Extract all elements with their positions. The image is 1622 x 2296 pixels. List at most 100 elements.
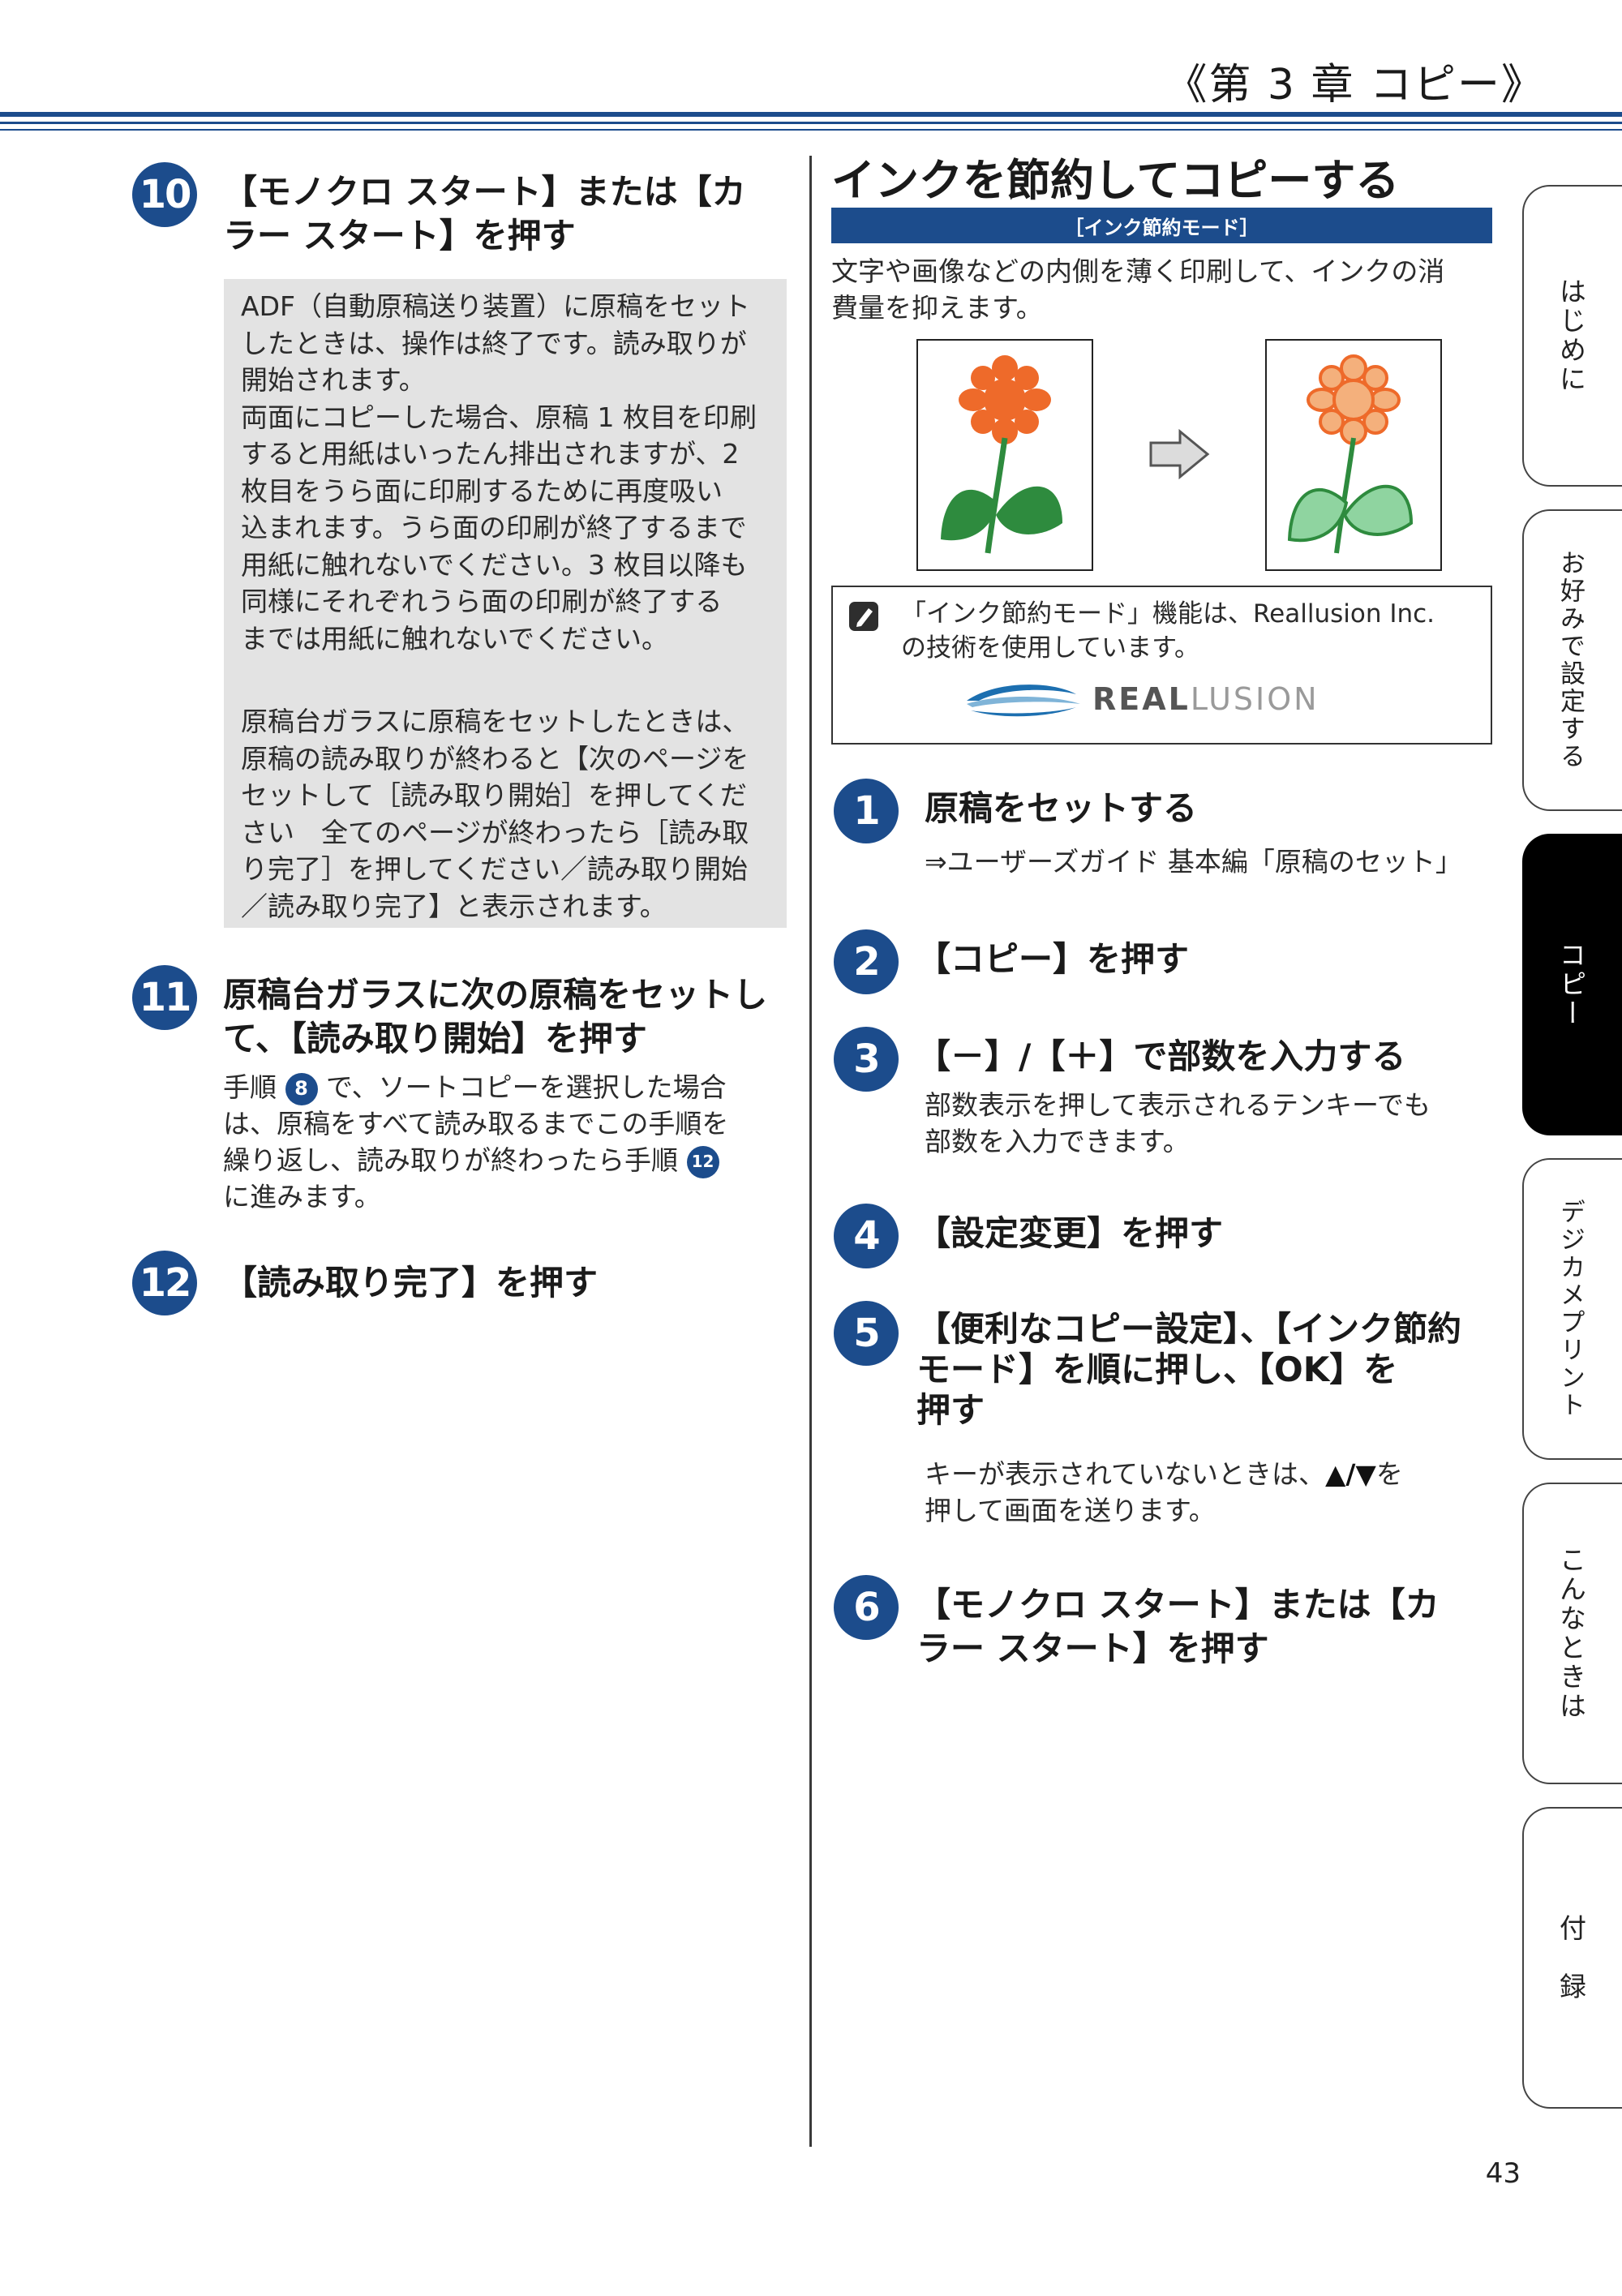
desc-line: キーが表示されていないときは、▲/▼を [925,1456,1403,1492]
ink-save-illustration [1265,339,1442,571]
desc-text: を [1375,1458,1403,1490]
tab-label: お好みで設定する [1555,550,1585,770]
note-box: 「インク節約モード」機能は、Reallusion Inc. の技術を使用していま… [831,586,1492,745]
info-line: 込まれます。うら面の印刷が終了するまで [241,512,747,543]
mode-label-bar: ［インク節約モード］ [831,208,1492,243]
desc-line: 部数を入力できます。 [925,1126,1190,1157]
tab-okonomi-settei[interactable]: お好みで設定する [1522,509,1622,811]
flower-inksave-icon [1287,354,1414,554]
info-line: 原稿の読み取りが終わると【次のページを [241,742,749,775]
info-line: り完了］を押してください／読み取り開始 [241,853,749,885]
step-number-5: 5 [834,1301,899,1366]
tab-konna-toki[interactable]: こんなときは [1522,1483,1622,1784]
step-6-title-line: 【モノクロ スタート】または【カ [916,1585,1440,1624]
info-box-text: ADF（自動原稿送り装置）に原稿をセット したときは、操作は終了です。読み取りが… [241,288,757,657]
tab-label: デジカメプリント [1555,1199,1585,1419]
step-10-title-line: ラー スタート】を押す [223,216,576,255]
step-1-title: 原稿をセットする [925,788,1198,828]
column-divider [809,156,812,2147]
info-line: セットして［読み取り開始］を押してくだ [241,779,748,811]
note-line: 「インク節約モード」機能は、Reallusion Inc. [901,599,1435,629]
step-number-4: 4 [834,1204,899,1268]
arrow-right-icon [1149,428,1210,480]
tab-hajimeni[interactable]: はじめに [1522,185,1622,487]
tab-label: こんなときは [1555,1546,1587,1721]
note-line: の技術を使用しています。 [901,633,1199,663]
intro-line: 文字や画像などの内側を薄く印刷して、インクの消 [831,255,1445,287]
section-title: インクを節約してコピーする [831,155,1400,206]
intro-line: 費量を抑えます。 [831,292,1043,324]
tab-copy[interactable]: コピー [1522,834,1622,1135]
chapter-title: 《第 3 章 コピー》 [1165,61,1545,109]
step-10-title: 【モノクロ スタート】または【カ ラー スタート】を押す [223,170,746,258]
up-down-arrows-icon: ▲/▼ [1325,1458,1376,1490]
header-rule [0,112,1622,117]
info-line: 開始されます。 [241,364,426,396]
desc-line: に進みます。 [223,1181,381,1212]
step-12-title: 【読み取り完了】を押す [223,1263,599,1302]
memo-icon [849,602,878,631]
tab-label: 付 録 [1555,1914,1587,2002]
note-text: 「インク節約モード」機能は、Reallusion Inc. の技術を使用していま… [901,597,1435,665]
tab-digicam-print[interactable]: デジカメプリント [1522,1158,1622,1460]
desc-text: で、ソートコピーを選択した場合 [326,1071,727,1103]
step-1-description: ⇒ユーザーズガイド 基本編「原稿のセット」 [925,846,1462,878]
info-line: 同様にそれぞれうら面の印刷が終了する [241,586,723,617]
info-box-text-2: 原稿台ガラスに原稿をセットしたときは、 原稿の読み取りが終わると【次のページを … [241,703,749,925]
page-number: 43 [1485,2157,1521,2190]
flower-normal-icon [941,355,1062,554]
step-number-11: 11 [132,965,197,1030]
step-5-title-line: 押す [916,1390,985,1430]
info-line: 枚目をうら面に印刷するために再度吸い [241,474,723,507]
tab-label: コピー [1555,941,1587,1028]
step-3-title: 【－】/【＋】で部数を入力する [916,1036,1406,1076]
info-line: 用紙に触れないでください。3 枚目以降も [241,548,748,581]
step-number-1: 1 [834,779,899,843]
info-line: したときは、操作は終了です。読み取りが [241,327,747,359]
info-box [224,279,787,928]
desc-text: 繰り返し、読み取りが終わったら手順 [223,1144,678,1176]
info-line: すると用紙はいったん排出されますが、2 [241,438,740,470]
tab-label: はじめに [1555,277,1587,394]
step-ref-badge: 8 [285,1072,318,1105]
step-number-6: 6 [834,1575,899,1640]
desc-line: は、原稿をすべて読み取るまでこの手順を [223,1108,729,1139]
logo-text: LUSION [1190,681,1319,717]
step-11-title-line: て、【読み取り開始】を押す [223,1019,647,1058]
step-3-description: 部数表示を押して表示されるテンキーでも 部数を入力できます。 [925,1087,1431,1160]
desc-text: キーが表示されていないときは、 [925,1458,1326,1490]
desc-line: 部数表示を押して表示されるテンキーでも [925,1089,1431,1121]
step-11-title-line: 原稿台ガラスに次の原稿をセットし [223,975,768,1015]
desc-line: 押して画面を送ります。 [925,1495,1216,1526]
info-line: 両面にコピーした場合、原稿 1 枚目を印刷 [241,401,757,433]
step-number-2: 2 [834,929,899,994]
info-line: ADF（自動原稿送り装置）に原稿をセット [241,290,750,322]
step-6-title: 【モノクロ スタート】または【カ ラー スタート】を押す [916,1583,1440,1671]
tab-furoku[interactable]: 付 録 [1522,1807,1622,2109]
desc-text: 手順 [223,1071,277,1103]
intro-text: 文字や画像などの内側を薄く印刷して、インクの消 費量を抑えます。 [831,253,1444,326]
step-4-title: 【設定変更】を押す [916,1213,1224,1253]
step-5-description: キーが表示されていないときは、▲/▼を 押して画面を送ります。 [925,1456,1403,1529]
step-5-title-line: モード】を順に押し、【OK】を [916,1350,1398,1389]
normal-print-illustration [916,339,1093,571]
step-number-10: 10 [132,162,197,227]
step-number-3: 3 [834,1027,899,1092]
logo-text: REAL [1092,681,1191,717]
header-rule [0,122,1622,124]
info-line: 原稿台ガラスに原稿をセットしたときは、 [241,706,749,737]
step-5-title-line: 【便利なコピー設定】、【インク節約 [916,1309,1462,1349]
info-line: さい 全てのページが終わったら［読み取 [241,816,749,848]
info-line: までは用紙に触れないでください。 [241,622,669,654]
desc-line: 繰り返し、読み取りが終わったら手順 12 [223,1142,728,1178]
step-10-title-line: 【モノクロ スタート】または【カ [223,172,746,212]
header-rule [0,129,1622,131]
reallusion-swoosh-icon [967,685,1080,717]
step-5-title: 【便利なコピー設定】、【インク節約 モード】を順に押し、【OK】を 押す [916,1309,1461,1431]
step-11-title: 原稿台ガラスに次の原稿をセットし て、【読み取り開始】を押す [223,973,767,1061]
step-6-title-line: ラー スタート】を押す [916,1629,1269,1668]
step-2-title: 【コピー】を押す [916,939,1190,979]
step-11-description: 手順 8 で、ソートコピーを選択した場合 は、原稿をすべて読み取るまでこの手順を… [223,1069,728,1215]
info-line: ／読み取り完了】と表示されます。 [241,890,667,922]
